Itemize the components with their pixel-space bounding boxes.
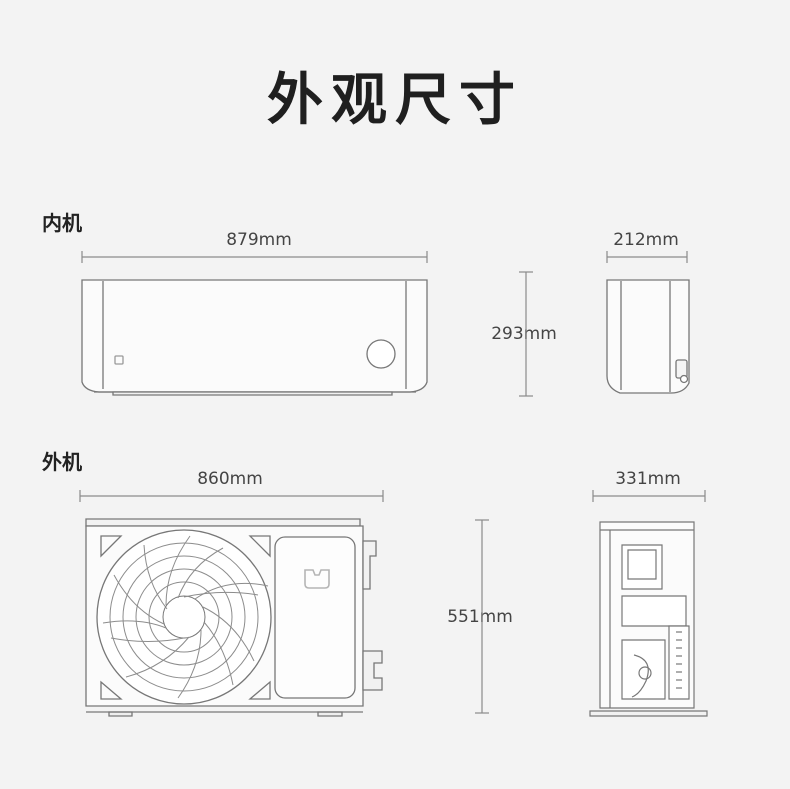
outdoor-depth-label: 331mm <box>615 469 681 489</box>
indoor-unit-side <box>606 279 690 394</box>
indoor-unit-front <box>81 279 428 396</box>
indoor-section-label: 内机 <box>42 211 82 235</box>
indoor-height-label: 293mm <box>491 324 557 344</box>
outdoor-width-dimension-line <box>79 490 384 502</box>
indoor-depth-label: 212mm <box>613 230 679 250</box>
outdoor-width-label: 860mm <box>197 469 263 489</box>
page-title: 外观尺寸 <box>267 68 523 133</box>
indoor-depth-dimension-line <box>606 251 688 263</box>
indoor-width-label: 879mm <box>226 230 292 250</box>
outdoor-height-dimension-line <box>475 519 489 714</box>
indoor-width-dimension-line <box>81 251 428 263</box>
outdoor-height-label: 551mm <box>447 607 513 627</box>
outdoor-unit-side <box>589 521 708 717</box>
indoor-height-dimension-line <box>519 271 533 397</box>
outdoor-depth-dimension-line <box>592 490 706 502</box>
outdoor-section-label: 外机 <box>42 450 82 474</box>
outdoor-unit-fan-grille <box>96 529 272 705</box>
